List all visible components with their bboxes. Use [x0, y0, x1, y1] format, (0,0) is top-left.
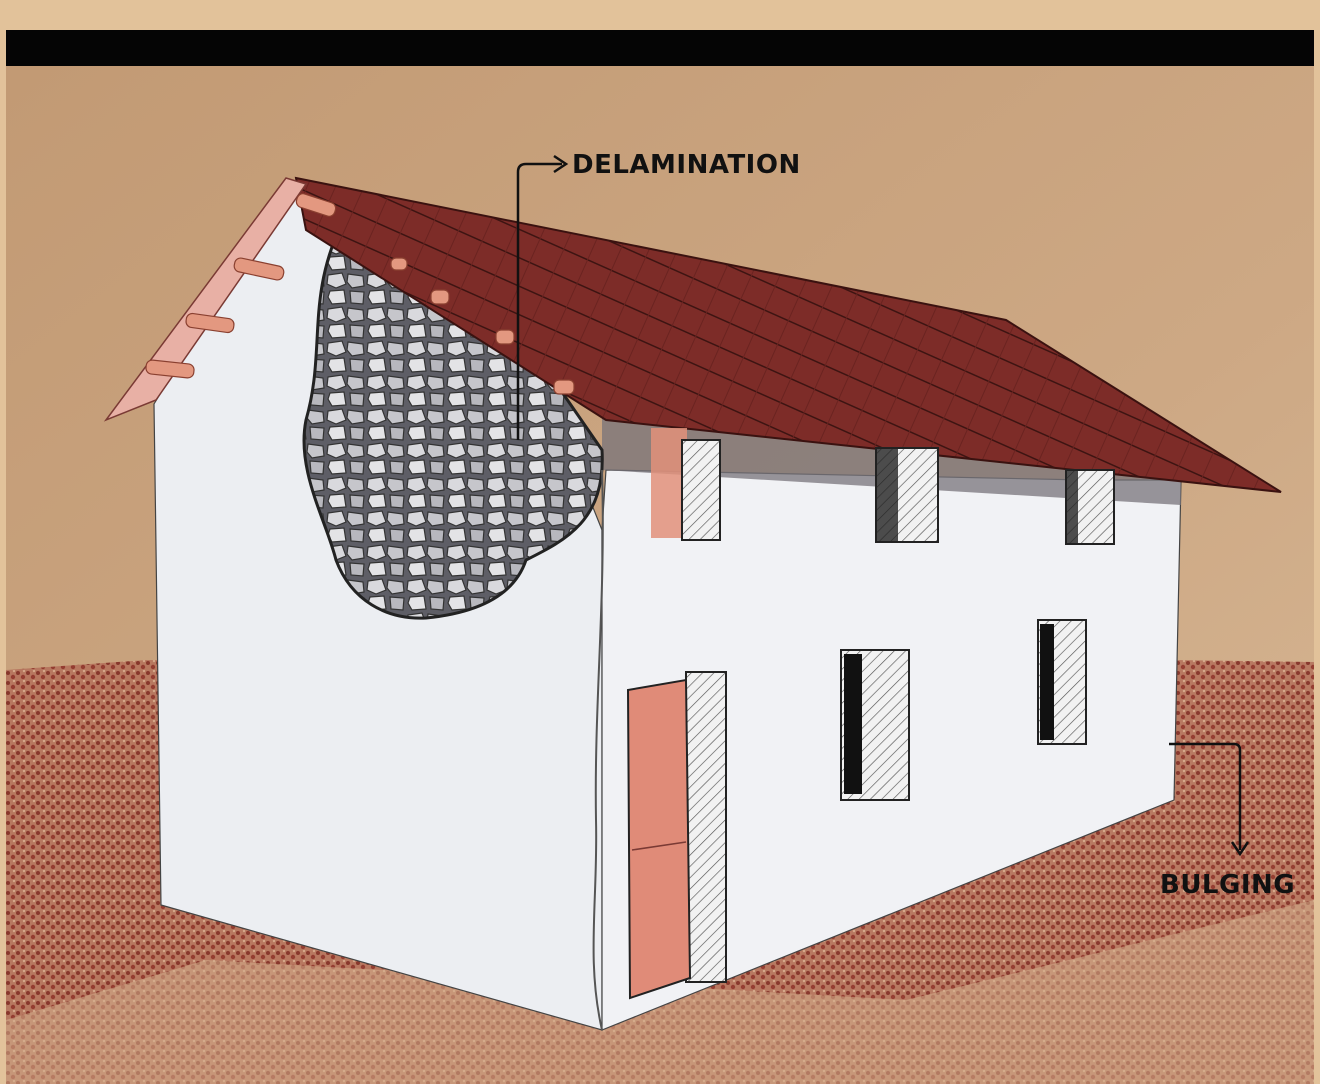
top-black-bar	[6, 30, 1314, 66]
window-upper-1	[682, 440, 720, 540]
delamination-label: DELAMINATION	[572, 150, 801, 180]
bulging-label: BULGING	[1160, 870, 1295, 900]
house-sketch	[6, 66, 1314, 1084]
door-reveal	[686, 672, 726, 982]
door	[628, 680, 690, 998]
